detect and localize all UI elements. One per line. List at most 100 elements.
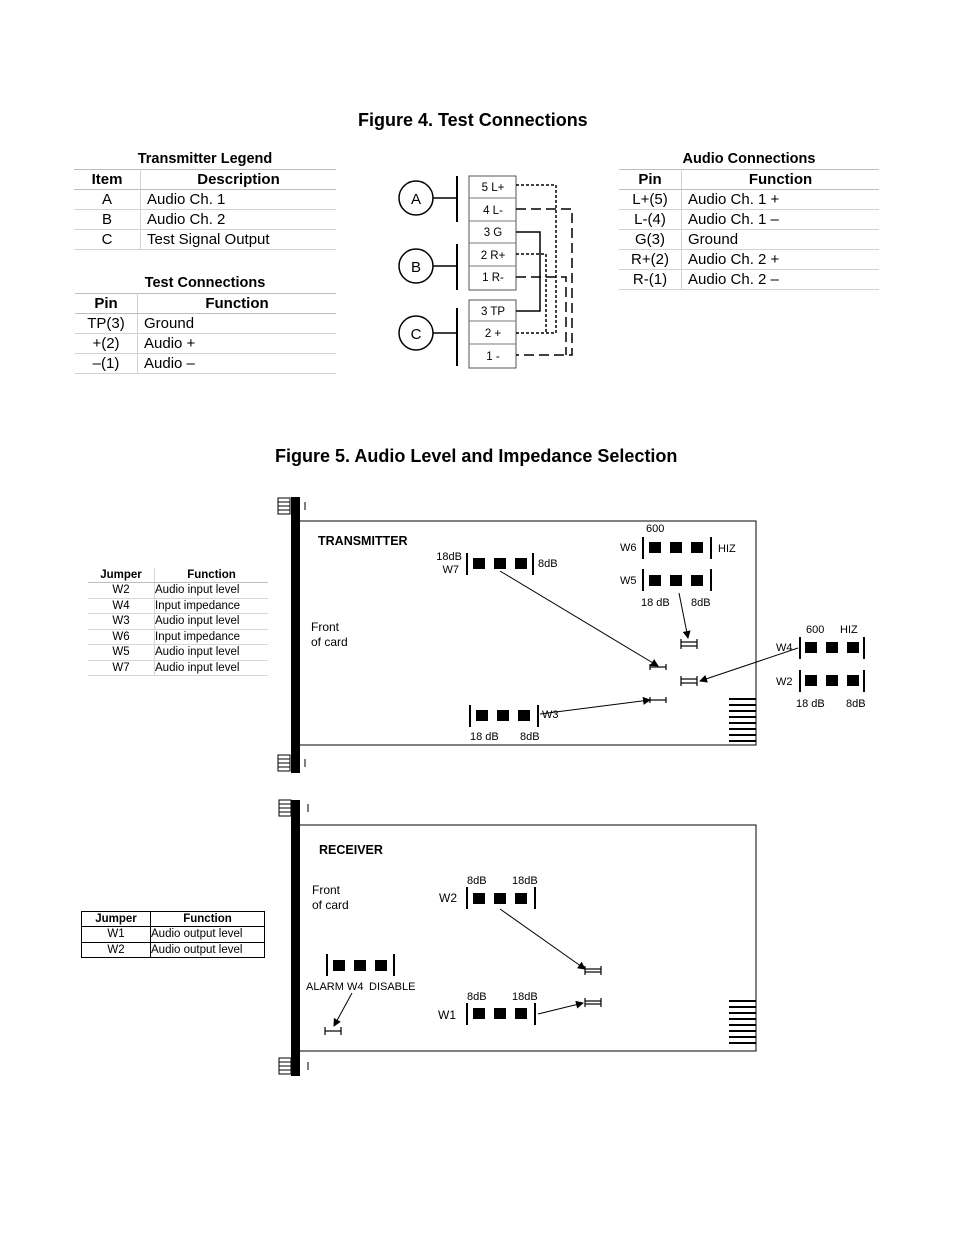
table-row: L-(4) Audio Ch. 1 – — [619, 209, 879, 230]
rx-jumper-w4: ALARM W4 DISABLE — [306, 954, 415, 993]
terminal-3-label: 3 G — [484, 227, 503, 239]
w7-name: W7 — [443, 564, 460, 576]
tx-front-of-card-2: of card — [311, 635, 348, 649]
terminal-tp-label: 3 TP — [481, 306, 505, 318]
edge-connector — [729, 1000, 756, 1044]
cell-function: Input impedance — [154, 629, 268, 645]
w2-bottom-right: 8dB — [846, 698, 866, 710]
w4-top-right: HIZ — [840, 624, 858, 636]
table-row: C Test Signal Output — [74, 229, 336, 250]
w5-bottom-left: 18 dB — [641, 597, 670, 609]
tx-front-of-card-1: Front — [311, 620, 340, 634]
cell-function: Audio Ch. 1 – — [681, 209, 879, 230]
table-row: A Audio Ch. 1 — [74, 189, 336, 210]
receiver-label: RECEIVER — [319, 843, 383, 857]
receiver-card: RECEIVER Front of card 8dB 18dB W2 8dB 1… — [278, 799, 757, 1076]
table-row: R+(2) Audio Ch. 2 + — [619, 249, 879, 270]
cell-function: Audio + — [137, 333, 336, 354]
cell-item: C — [74, 229, 141, 250]
transmitter-legend-title: Transmitter Legend — [137, 151, 273, 167]
transmitter-label: TRANSMITTER — [318, 534, 408, 548]
table-row: R-(1) Audio Ch. 2 – — [619, 269, 879, 290]
cell-jumper: W4 — [88, 598, 155, 614]
cell-description: Audio Ch. 2 — [140, 209, 336, 230]
connector-c: C — [398, 308, 458, 366]
cell-item: A — [74, 189, 141, 210]
rx-w2-top-left: 8dB — [467, 875, 487, 887]
terminal-4-label: 4 L- — [483, 205, 503, 217]
header-description: Description — [140, 169, 336, 190]
cell-item: B — [74, 209, 141, 230]
terminal-2-label: 2 R+ — [481, 250, 506, 262]
table-row: G(3) Ground — [619, 229, 879, 250]
w3-bottom-left: 18 dB — [470, 731, 499, 743]
cell-jumper: W3 — [88, 613, 155, 630]
connector-b: B — [398, 244, 458, 290]
cell-pin: TP(3) — [75, 313, 138, 334]
cell-function: Audio input level — [154, 660, 268, 676]
cell-jumper: W6 — [88, 629, 155, 645]
audio-connections-table: Pin Function L+(5) Audio Ch. 1 + L-(4) A… — [619, 169, 879, 290]
w6-name: W6 — [620, 542, 637, 554]
cell-function: Input impedance — [154, 598, 268, 614]
cell-jumper: W2 — [81, 941, 151, 958]
edge-connector — [729, 698, 756, 742]
cell-function: Audio Ch. 1 + — [681, 189, 879, 210]
header-pin: Pin — [75, 293, 138, 314]
transmitter-legend-table: Item Description A Audio Ch. 1 B Audio C… — [74, 169, 336, 250]
cell-jumper: W5 — [88, 644, 155, 661]
rx-w2-top-right: 18dB — [512, 875, 538, 887]
cell-description: Audio Ch. 1 — [140, 189, 336, 210]
table-row: L+(5) Audio Ch. 1 + — [619, 189, 879, 210]
cell-pin: L+(5) — [619, 189, 682, 210]
rx-jumper-w1: 8dB 18dB W1 — [438, 991, 538, 1025]
terminal-1-label: 1 R- — [482, 272, 504, 284]
header-pin: Pin — [619, 169, 682, 190]
terminal-plus-label: 2 + — [485, 328, 502, 340]
cell-pin: –(1) — [75, 353, 138, 374]
test-connections-table: Pin Function TP(3) Ground +(2) Audio + –… — [75, 293, 336, 374]
tx-jumper-w2: W2 18 dB 8dB — [776, 670, 866, 710]
w7-right-label: 8dB — [538, 558, 558, 570]
tx-board-jumpers — [649, 639, 698, 703]
header-function: Function — [154, 568, 268, 583]
header-function: Function — [137, 293, 336, 314]
cell-pin: R+(2) — [619, 249, 682, 270]
cell-jumper: W1 — [81, 926, 151, 943]
w4-name: W4 — [776, 642, 793, 654]
table-row: +(2) Audio + — [75, 333, 336, 354]
w3-bottom-right: 8dB — [520, 731, 540, 743]
rx-w1-name: W1 — [438, 1008, 456, 1022]
header-jumper: Jumper — [88, 568, 155, 583]
header-item: Item — [74, 169, 141, 190]
tx-jumper-w3: W3 18 dB 8dB — [469, 705, 559, 743]
connector-a: A — [398, 176, 458, 222]
cell-description: Test Signal Output — [140, 229, 336, 250]
cell-function: Audio input level — [154, 644, 268, 661]
cell-function: Audio Ch. 2 – — [681, 269, 879, 290]
rx-w4-left: ALARM — [306, 981, 344, 993]
header-jumper: Jumper — [81, 911, 151, 927]
tx-jumper-w7: 18dB W7 8dB — [436, 551, 557, 576]
table-row: B Audio Ch. 2 — [74, 209, 336, 230]
connector-c-label: C — [411, 326, 422, 343]
cell-pin: R-(1) — [619, 269, 682, 290]
cell-function: Audio input level — [154, 582, 268, 599]
w7-left-label: 18dB — [436, 551, 462, 563]
w3-name: W3 — [542, 709, 559, 721]
cell-function: Audio Ch. 2 + — [681, 249, 879, 270]
cell-function: Audio output level — [150, 941, 265, 958]
terminal-5-label: 5 L+ — [482, 182, 505, 194]
figure5-title: Figure 5. Audio Level and Impedance Sele… — [275, 446, 678, 466]
cell-function: Audio – — [137, 353, 336, 374]
w6-top-label: 600 — [646, 523, 664, 535]
w5-name: W5 — [620, 575, 637, 587]
audio-connections-title: Audio Connections — [682, 151, 816, 167]
